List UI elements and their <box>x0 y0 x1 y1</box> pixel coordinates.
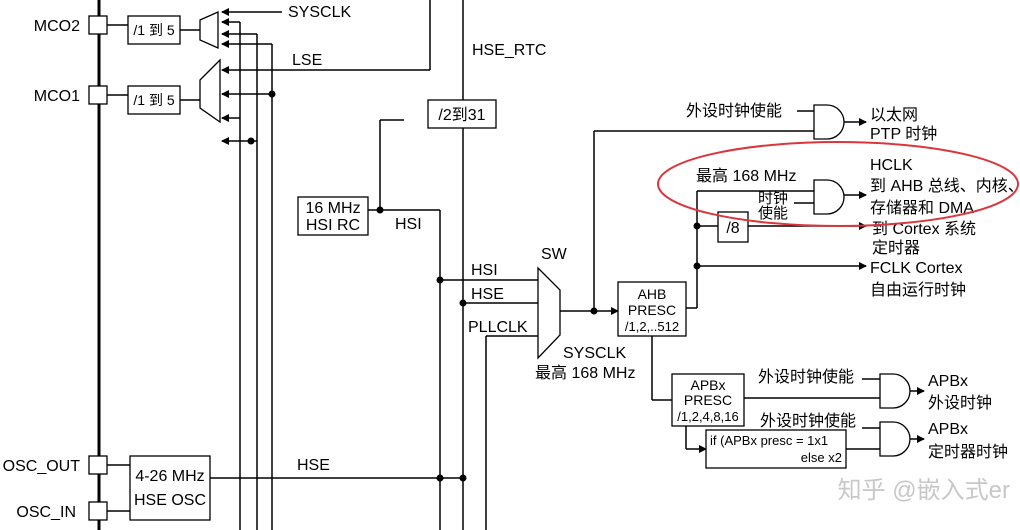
mco2-label: MCO2 <box>34 18 80 35</box>
apb-timer-label-2: 定时器时钟 <box>928 443 1008 461</box>
rtc-prescaler-label: /2到31 <box>438 106 485 124</box>
sw-hse-label: HSE <box>471 286 504 303</box>
apb-timer-mult-box <box>705 429 847 469</box>
rtc-prescaler-box <box>427 99 497 129</box>
hsi-rc-name: HSI RC <box>306 217 360 234</box>
apb-periph-label-1: APBx <box>928 373 968 390</box>
apb-periph-label-2: 外设时钟 <box>928 394 992 412</box>
mco2-pin <box>88 15 108 35</box>
hse-osc-box <box>129 455 211 521</box>
osc-in-pin <box>88 501 108 521</box>
ahb-prescaler-subtitle: PRESC <box>628 302 676 318</box>
hsi-rc-freq: 16 MHz <box>305 200 360 217</box>
apb-periph-and-gate <box>879 373 911 409</box>
hclk-label: HCLK <box>870 157 913 174</box>
mco1-mux <box>199 58 221 124</box>
apb-timer-label-1: APBx <box>928 421 968 438</box>
sw-label: SW <box>541 246 568 263</box>
watermark: 知乎 @嵌入式er <box>838 477 1010 504</box>
hsi-rc-box <box>297 196 369 236</box>
ahb-prescaler-range: /1,2,..512 <box>625 319 679 334</box>
apb-timer-enable-label: 外设时钟使能 <box>760 412 856 430</box>
hclk-dest-1: 到 AHB 总线、内核、 <box>870 177 1020 195</box>
eth-label: 以太网 <box>870 106 918 124</box>
mco1-prescaler-box <box>127 85 181 115</box>
apb-timer-mult-line1: if (APBx presc = 1x1 <box>710 433 828 448</box>
sw-mux <box>537 266 561 360</box>
eth-enable-label: 外设时钟使能 <box>686 102 782 120</box>
apb-timer-and-gate <box>879 421 911 457</box>
sw-hsi-label: HSI <box>471 262 498 279</box>
mco2-prescaler-label: /1 到 5 <box>133 22 174 38</box>
hse-osc-freq: 4-26 MHz <box>135 468 204 485</box>
mco1-label: MCO1 <box>34 88 80 105</box>
apb-enable-label: 外设时钟使能 <box>758 368 854 386</box>
osc-out-label: OSC_OUT <box>3 458 81 475</box>
sysclk-top-label: SYSCLK <box>288 4 351 21</box>
fclk-label-1: FCLK Cortex <box>870 260 962 277</box>
apb-timer-mult-line2: else x2 <box>801 450 842 465</box>
hse-label: HSE <box>297 457 330 474</box>
clock-enable-label-1: 时钟 <box>758 190 788 207</box>
cortex-timer-1: 到 Cortex 系统 <box>872 220 976 238</box>
cortex-timer-2: 定时器 <box>872 239 920 257</box>
sw-pllclk-label: PLLCLK <box>468 319 528 336</box>
hse-osc-name: HSE OSC <box>134 492 206 509</box>
hclk-and-gate <box>813 179 845 215</box>
hclk-highlight-ellipse <box>657 141 1019 227</box>
clock-enable-label-2: 使能 <box>758 205 788 222</box>
lse-label: LSE <box>292 52 322 69</box>
sysclk-label: SYSCLK <box>563 345 626 362</box>
ahb-prescaler-title: AHB <box>638 286 667 302</box>
apb-prescaler-box <box>671 373 745 427</box>
osc-in-label: OSC_IN <box>16 504 76 521</box>
eth-ptp-label: PTP 时钟 <box>870 125 937 143</box>
mco2-mux <box>199 10 219 50</box>
hclk-dest-2: 存储器和 DMA <box>870 199 974 217</box>
sysclk-max-label: 最高 168 MHz <box>535 364 635 382</box>
apb-prescaler-subtitle: PRESC <box>684 392 732 408</box>
mco1-prescaler-label: /1 到 5 <box>133 92 174 108</box>
fclk-label-2: 自由运行时钟 <box>870 281 966 299</box>
div8-label: /8 <box>726 220 739 237</box>
apb-prescaler-title: APBx <box>690 377 725 393</box>
mco1-pin <box>88 85 108 105</box>
hse-rtc-label: HSE_RTC <box>472 42 546 59</box>
osc-out-pin <box>88 455 108 475</box>
eth-and-gate <box>813 104 845 140</box>
hsi-label: HSI <box>395 216 422 233</box>
hclk-max-label: 最高 168 MHz <box>696 167 796 185</box>
apb-prescaler-range: /1,2,4,8,16 <box>677 409 738 424</box>
